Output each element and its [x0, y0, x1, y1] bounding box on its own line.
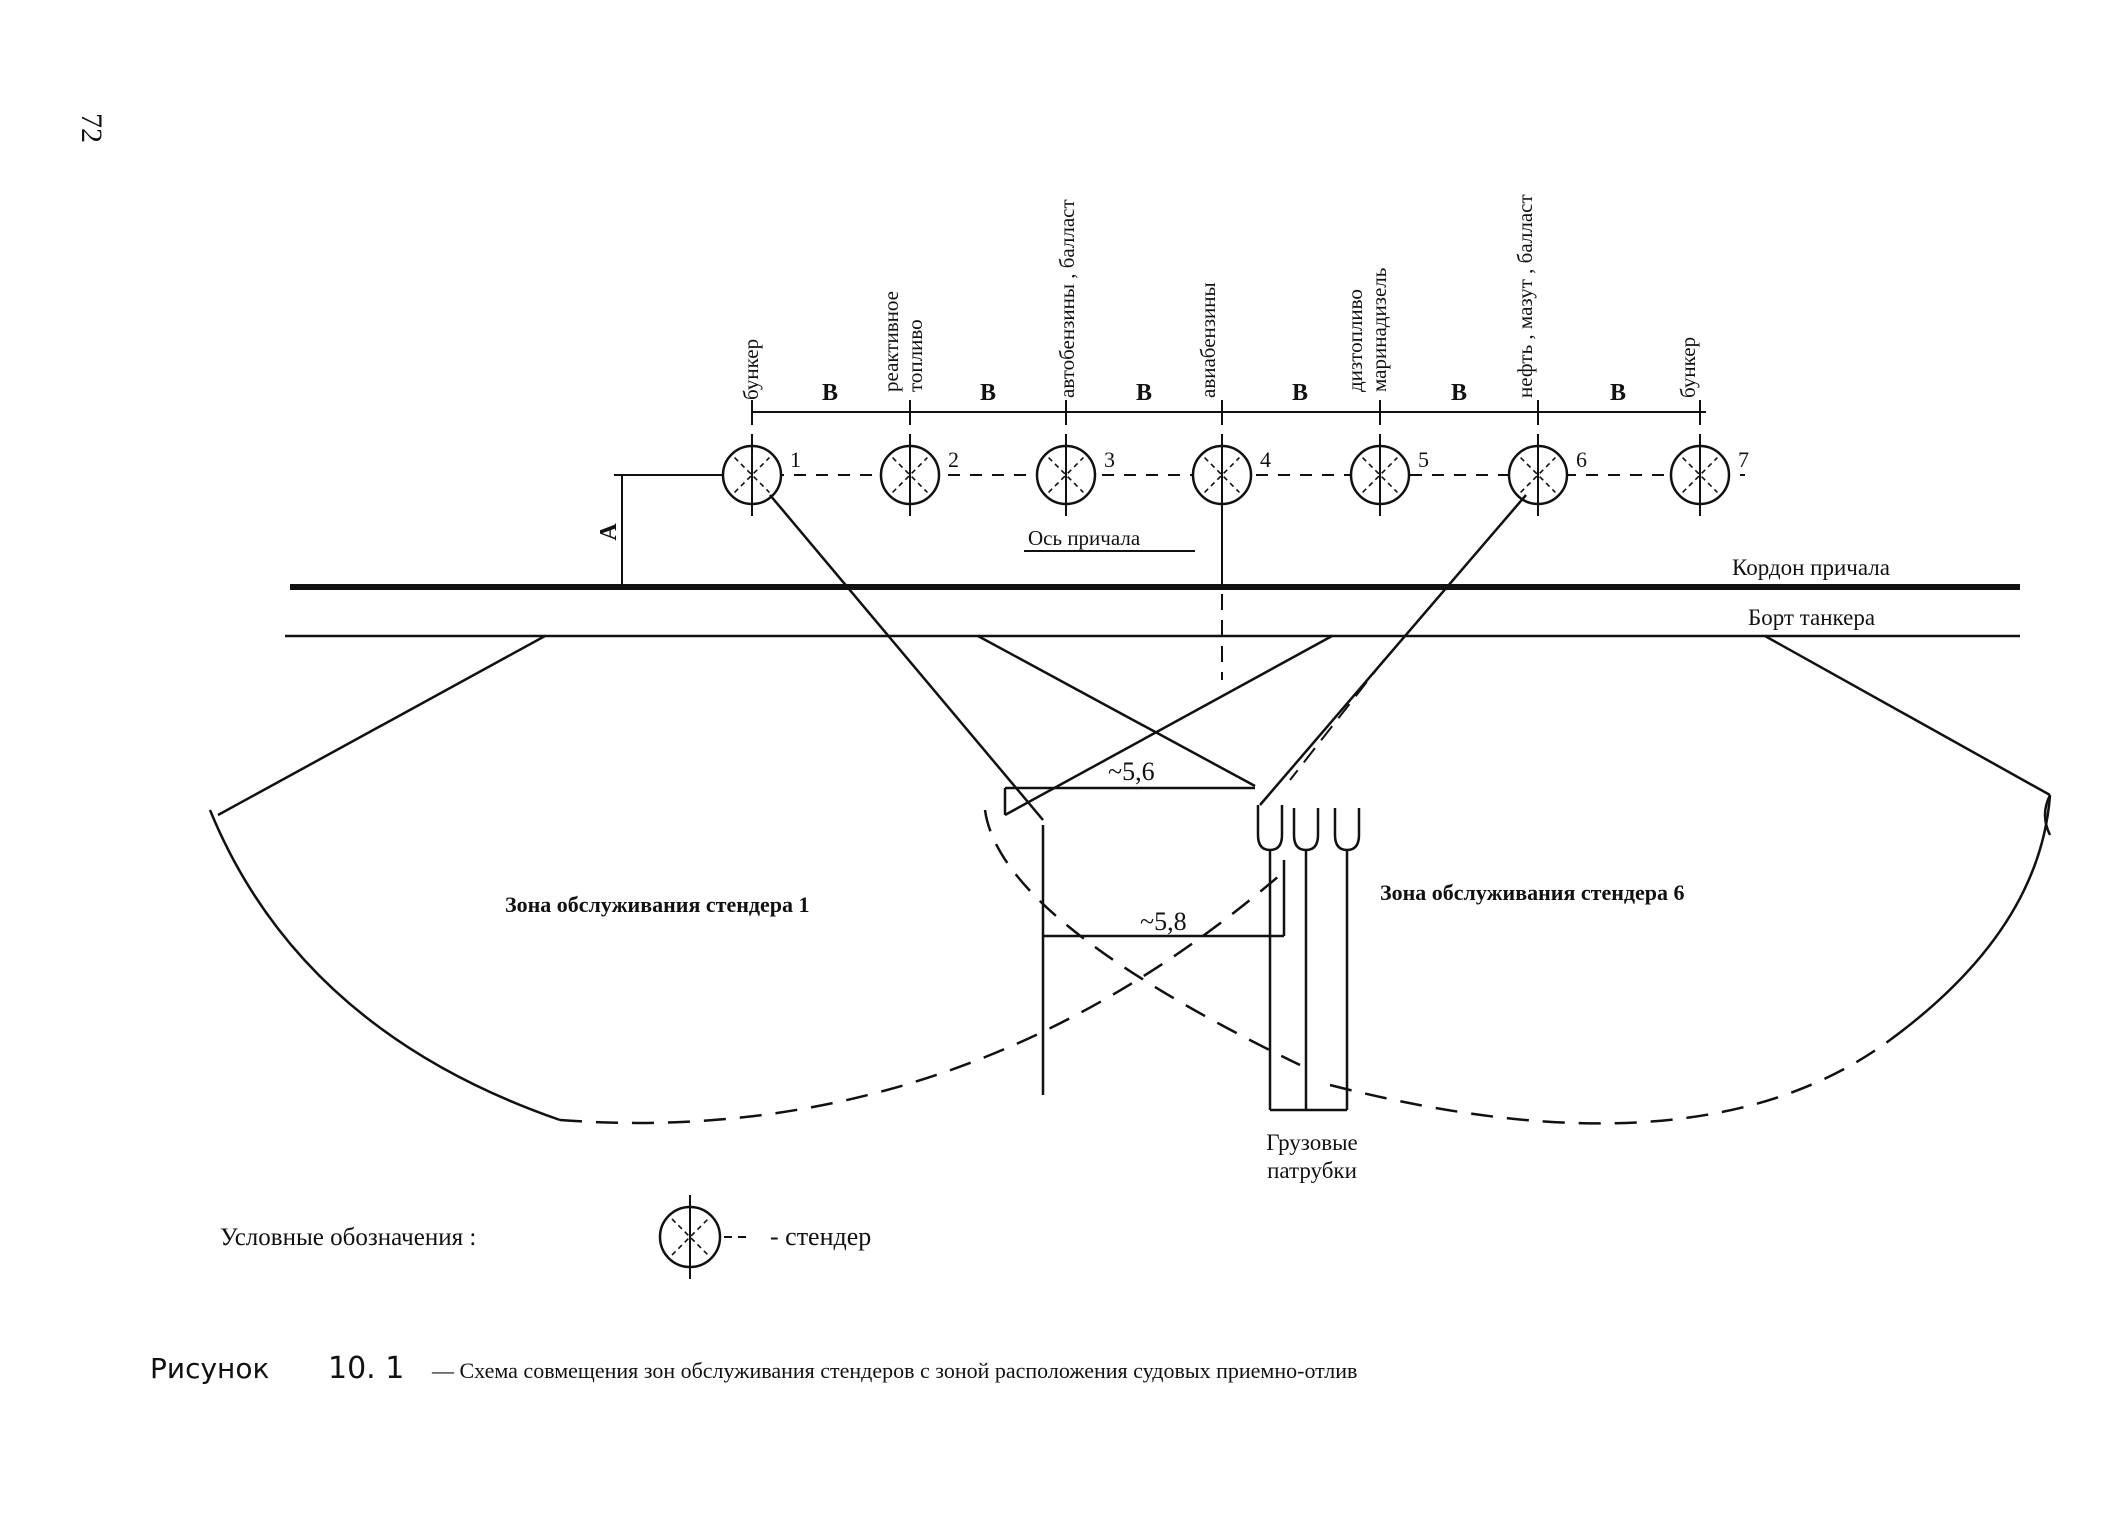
dimension-bottom: ~5,8	[1140, 907, 1187, 936]
figure-caption-prefix: Рисунок	[150, 1352, 269, 1385]
fuel-label-5-line2: маринадизель	[1367, 268, 1391, 392]
offset-dimension	[614, 474, 722, 586]
cargo-nozzles-label-line1: Грузовые	[1266, 1130, 1358, 1155]
offset-label: А	[596, 523, 622, 541]
cargo-nozzles-label-line2: патрубки	[1267, 1158, 1357, 1183]
offset-dimensions	[1003, 786, 1286, 1095]
fuel-label-2-line1: реактивное	[879, 291, 903, 392]
fuel-label-5-line1: дизтопливо	[1343, 289, 1367, 392]
spacing-label: В	[1292, 380, 1308, 406]
fuel-label-6: нефть , мазут , балласт	[1513, 194, 1537, 398]
fuel-label-1: бункер	[739, 339, 763, 400]
spacing-labels: В В В В В В	[822, 380, 1626, 406]
stender-7	[1669, 434, 1731, 516]
fuel-label-3: автобензины , балласт	[1055, 199, 1079, 398]
stender-2	[879, 434, 941, 516]
spacing-label: В	[1136, 380, 1152, 406]
stender-5	[1349, 434, 1411, 516]
zone-6-label: Зона обслуживания стендера 6	[1380, 880, 1685, 905]
spacing-label: В	[980, 380, 996, 406]
dimension-top: ~5,6	[1108, 757, 1155, 786]
spacing-label: В	[1610, 380, 1626, 406]
page-number: 72	[75, 113, 108, 143]
stender-number: 6	[1576, 447, 1587, 472]
stender-1	[721, 434, 783, 516]
legend-meaning: - стендер	[770, 1222, 871, 1251]
spacing-label: В	[822, 380, 838, 406]
stender-number: 1	[790, 447, 801, 472]
fuel-labels: бункер реактивное топливо автобензины , …	[739, 194, 1700, 400]
legend-stender-icon	[658, 1195, 722, 1279]
stender-number: 3	[1104, 447, 1115, 472]
legend-title: Условные обозначения :	[220, 1224, 476, 1251]
cargo-nozzles	[1256, 805, 1361, 1112]
stender-number: 2	[948, 447, 959, 472]
stender-number: 5	[1418, 447, 1429, 472]
stender-6	[1507, 434, 1569, 516]
tanker-side-label: Борт танкера	[1748, 605, 1875, 630]
fuel-label-7: бункер	[1676, 337, 1700, 398]
stender-3	[1035, 434, 1097, 516]
stender-number: 4	[1260, 447, 1271, 472]
stender-number: 7	[1738, 447, 1749, 472]
stenders: 1 2 3 4 5 6 7	[721, 434, 1749, 516]
spacing-dimension	[751, 400, 1706, 425]
figure-caption-number: 10. 1	[328, 1351, 404, 1386]
fuel-label-4: авиабензины	[1196, 282, 1220, 398]
berth-axis-label: Ось причала	[1028, 526, 1141, 550]
berth-cordon-label: Кордон причала	[1732, 555, 1890, 580]
stender-booms	[769, 494, 1527, 821]
spacing-label: В	[1451, 380, 1467, 406]
service-zones	[208, 634, 2052, 1125]
zone-1-label: Зона обслуживания стендера 1	[505, 892, 810, 917]
figure-caption-text: — Схема совмещения зон обслуживания стен…	[431, 1358, 1357, 1383]
legend-stender-symbol	[658, 1195, 750, 1279]
fuel-label-2-line2: топливо	[903, 319, 927, 392]
